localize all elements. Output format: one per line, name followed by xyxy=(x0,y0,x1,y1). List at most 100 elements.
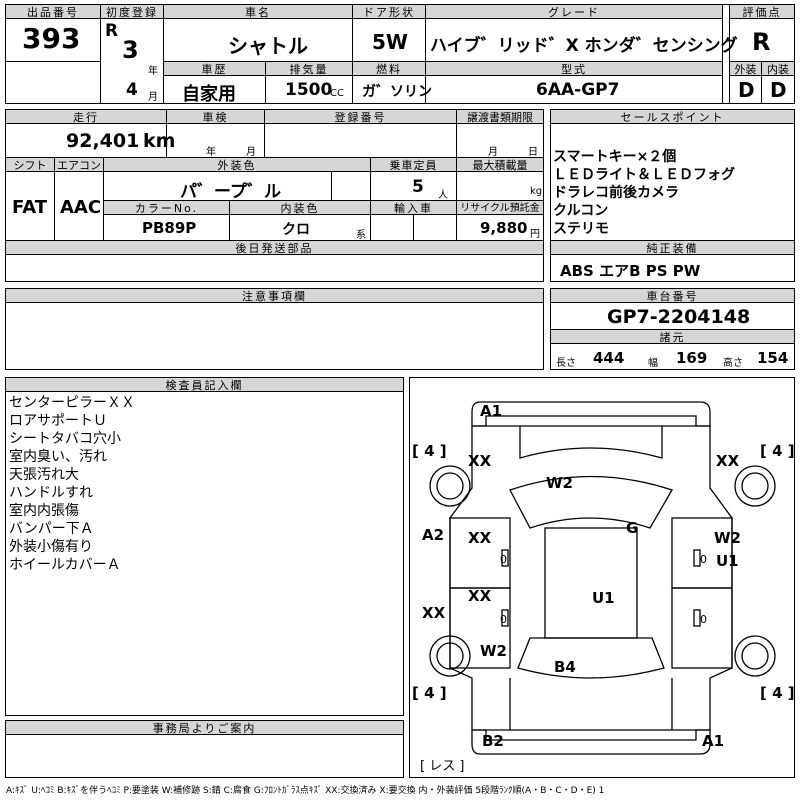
int-suffix: 系 xyxy=(356,230,366,241)
left-rear-door xyxy=(449,587,511,669)
color-no-label: カラーNo. xyxy=(103,200,230,215)
sales-point-item: ドラレコ前後カメラ xyxy=(553,185,679,201)
door-zero-4: 0 xyxy=(700,613,707,626)
shift: FAT xyxy=(12,197,48,218)
wheel-fr xyxy=(734,465,776,507)
sales-point-item: スマートキー×２個 xyxy=(553,149,677,165)
ext-color: パ゛ープ゛ル xyxy=(180,182,281,202)
sales-point-item: ＬＥＤライト＆ＬＥＤフォグ xyxy=(553,167,735,183)
dmg-left-rear-door: XX xyxy=(468,587,492,605)
color-cell-right xyxy=(331,171,371,201)
sales-point-item: クルコン xyxy=(553,203,609,219)
len: 444 xyxy=(593,349,625,367)
reg-month: 4 xyxy=(126,80,138,100)
inspector-note-item: ハンドルすれ xyxy=(9,485,93,501)
office-label: 事務局よりご案内 xyxy=(5,720,404,735)
dmg-rear-left: W2 xyxy=(480,642,507,660)
equipment-cell xyxy=(550,254,795,282)
load-label: 最大積載量 xyxy=(456,157,544,172)
cc-unit: CC xyxy=(330,88,344,99)
office-cell xyxy=(5,734,404,778)
ac-label: エアコン xyxy=(54,157,104,172)
equipment: ABS エアB PS PW xyxy=(560,262,701,280)
wheel-fl xyxy=(429,465,471,507)
reg-year: 3 xyxy=(122,36,139,64)
diagram-frame: A1 A1 B2 [ 4 ] [ 4 ] [ 4 ] [ 4 ] XX XX W… xyxy=(409,377,795,778)
rear-window xyxy=(517,637,665,679)
dmg-windshield: W2 xyxy=(546,474,573,492)
inspector-cell xyxy=(5,391,404,716)
hei: 154 xyxy=(757,349,789,367)
interior-score: D xyxy=(770,78,787,102)
inspector-note-item: 天張汚れ大 xyxy=(9,467,79,483)
history-label: 車歴 xyxy=(163,61,266,76)
sales-label: セールスポイント xyxy=(550,109,795,124)
chassis-label: 車台番号 xyxy=(550,288,795,303)
dmg-left-front-door: XX xyxy=(468,529,492,547)
wid-label: 幅 xyxy=(648,358,658,369)
dmg-tl: A1 xyxy=(480,402,502,420)
inspector-note-item: シートタバコ穴小 xyxy=(9,431,121,447)
wid: 169 xyxy=(676,349,708,367)
door-label: ドア形状 xyxy=(352,4,426,19)
dmg-fl-fender: XX xyxy=(468,452,492,470)
model-label: 型式 xyxy=(425,61,723,76)
displacement: 1500 xyxy=(285,80,333,100)
dmg-right-window: W2 xyxy=(714,529,741,547)
inspector-note-item: 室内臭い、汚れ xyxy=(9,449,107,465)
car-diagram: A1 A1 B2 [ 4 ] [ 4 ] [ 4 ] [ 4 ] XX XX W… xyxy=(412,401,795,774)
load-unit: kg xyxy=(530,186,543,197)
inspector-note-item: ホイールカバーＡ xyxy=(9,557,121,573)
model-cell xyxy=(425,75,723,104)
windshield xyxy=(509,475,673,529)
notes-label: 注意事項欄 xyxy=(5,288,544,303)
dims-cell xyxy=(550,343,795,370)
reg-number-label: 登録番号 xyxy=(264,109,457,124)
sales-point-item: ステリモ xyxy=(553,221,609,237)
door-zero-2: 0 xyxy=(500,613,507,626)
interior-cell xyxy=(761,75,795,104)
dims-label: 諸元 xyxy=(550,329,795,344)
recycle: 9,880 xyxy=(480,219,528,237)
tr-day: 日 xyxy=(528,147,538,158)
hei-label: 高さ xyxy=(723,358,743,369)
inspector-note-item: センターピラーＸＸ xyxy=(9,395,135,411)
history: 自家用 xyxy=(182,84,236,105)
header-grid xyxy=(5,4,795,104)
tire-rr: [ 4 ] xyxy=(760,684,795,702)
inspection-label: 車検 xyxy=(166,109,265,124)
car-name-label: 車名 xyxy=(163,4,353,19)
exterior-score: D xyxy=(738,78,755,102)
door-zero-3: 0 xyxy=(700,553,707,566)
dmg-center: U1 xyxy=(592,589,615,607)
shift-label: シフト xyxy=(5,157,55,172)
score: R xyxy=(752,28,771,56)
grade: ハイブ゛リッド゛X ホンダ゛センシング xyxy=(430,36,738,56)
tire-fl: [ 4 ] xyxy=(412,442,447,460)
dmg-left-side: A2 xyxy=(422,526,444,544)
color-label: 外装色 xyxy=(103,157,371,172)
inspector-note-item: バンパー下Ａ xyxy=(9,521,94,537)
insp-month: 月 xyxy=(246,147,256,158)
car-name: シャトル xyxy=(228,34,308,58)
interior-label: 内装 xyxy=(761,61,795,76)
tire-fr: [ 4 ] xyxy=(760,442,795,460)
mileage: 92,401 xyxy=(66,130,140,152)
dmg-left-rocker: XX xyxy=(422,604,446,622)
recycle-label: リサイクル預託金 xyxy=(456,200,544,215)
inspector-note-item: ロアサポートＵ xyxy=(9,413,107,429)
era: R xyxy=(105,21,119,41)
transfer-label: 譲渡書類期限 xyxy=(456,109,544,124)
later-parts-cell xyxy=(5,254,544,282)
import-cell xyxy=(370,214,414,241)
ac: AAC xyxy=(60,197,102,218)
km-unit: km xyxy=(143,130,176,152)
hood xyxy=(519,426,663,459)
grade-label: グレード xyxy=(425,4,723,19)
door-zero-1: 0 xyxy=(500,553,507,566)
color-no: PB89P xyxy=(142,219,197,237)
spare-tire: [ レス ] xyxy=(420,759,464,774)
int-color-label: 内装色 xyxy=(229,200,371,215)
dmg-right-door: U1 xyxy=(716,552,739,570)
insp-year: 年 xyxy=(206,147,216,158)
